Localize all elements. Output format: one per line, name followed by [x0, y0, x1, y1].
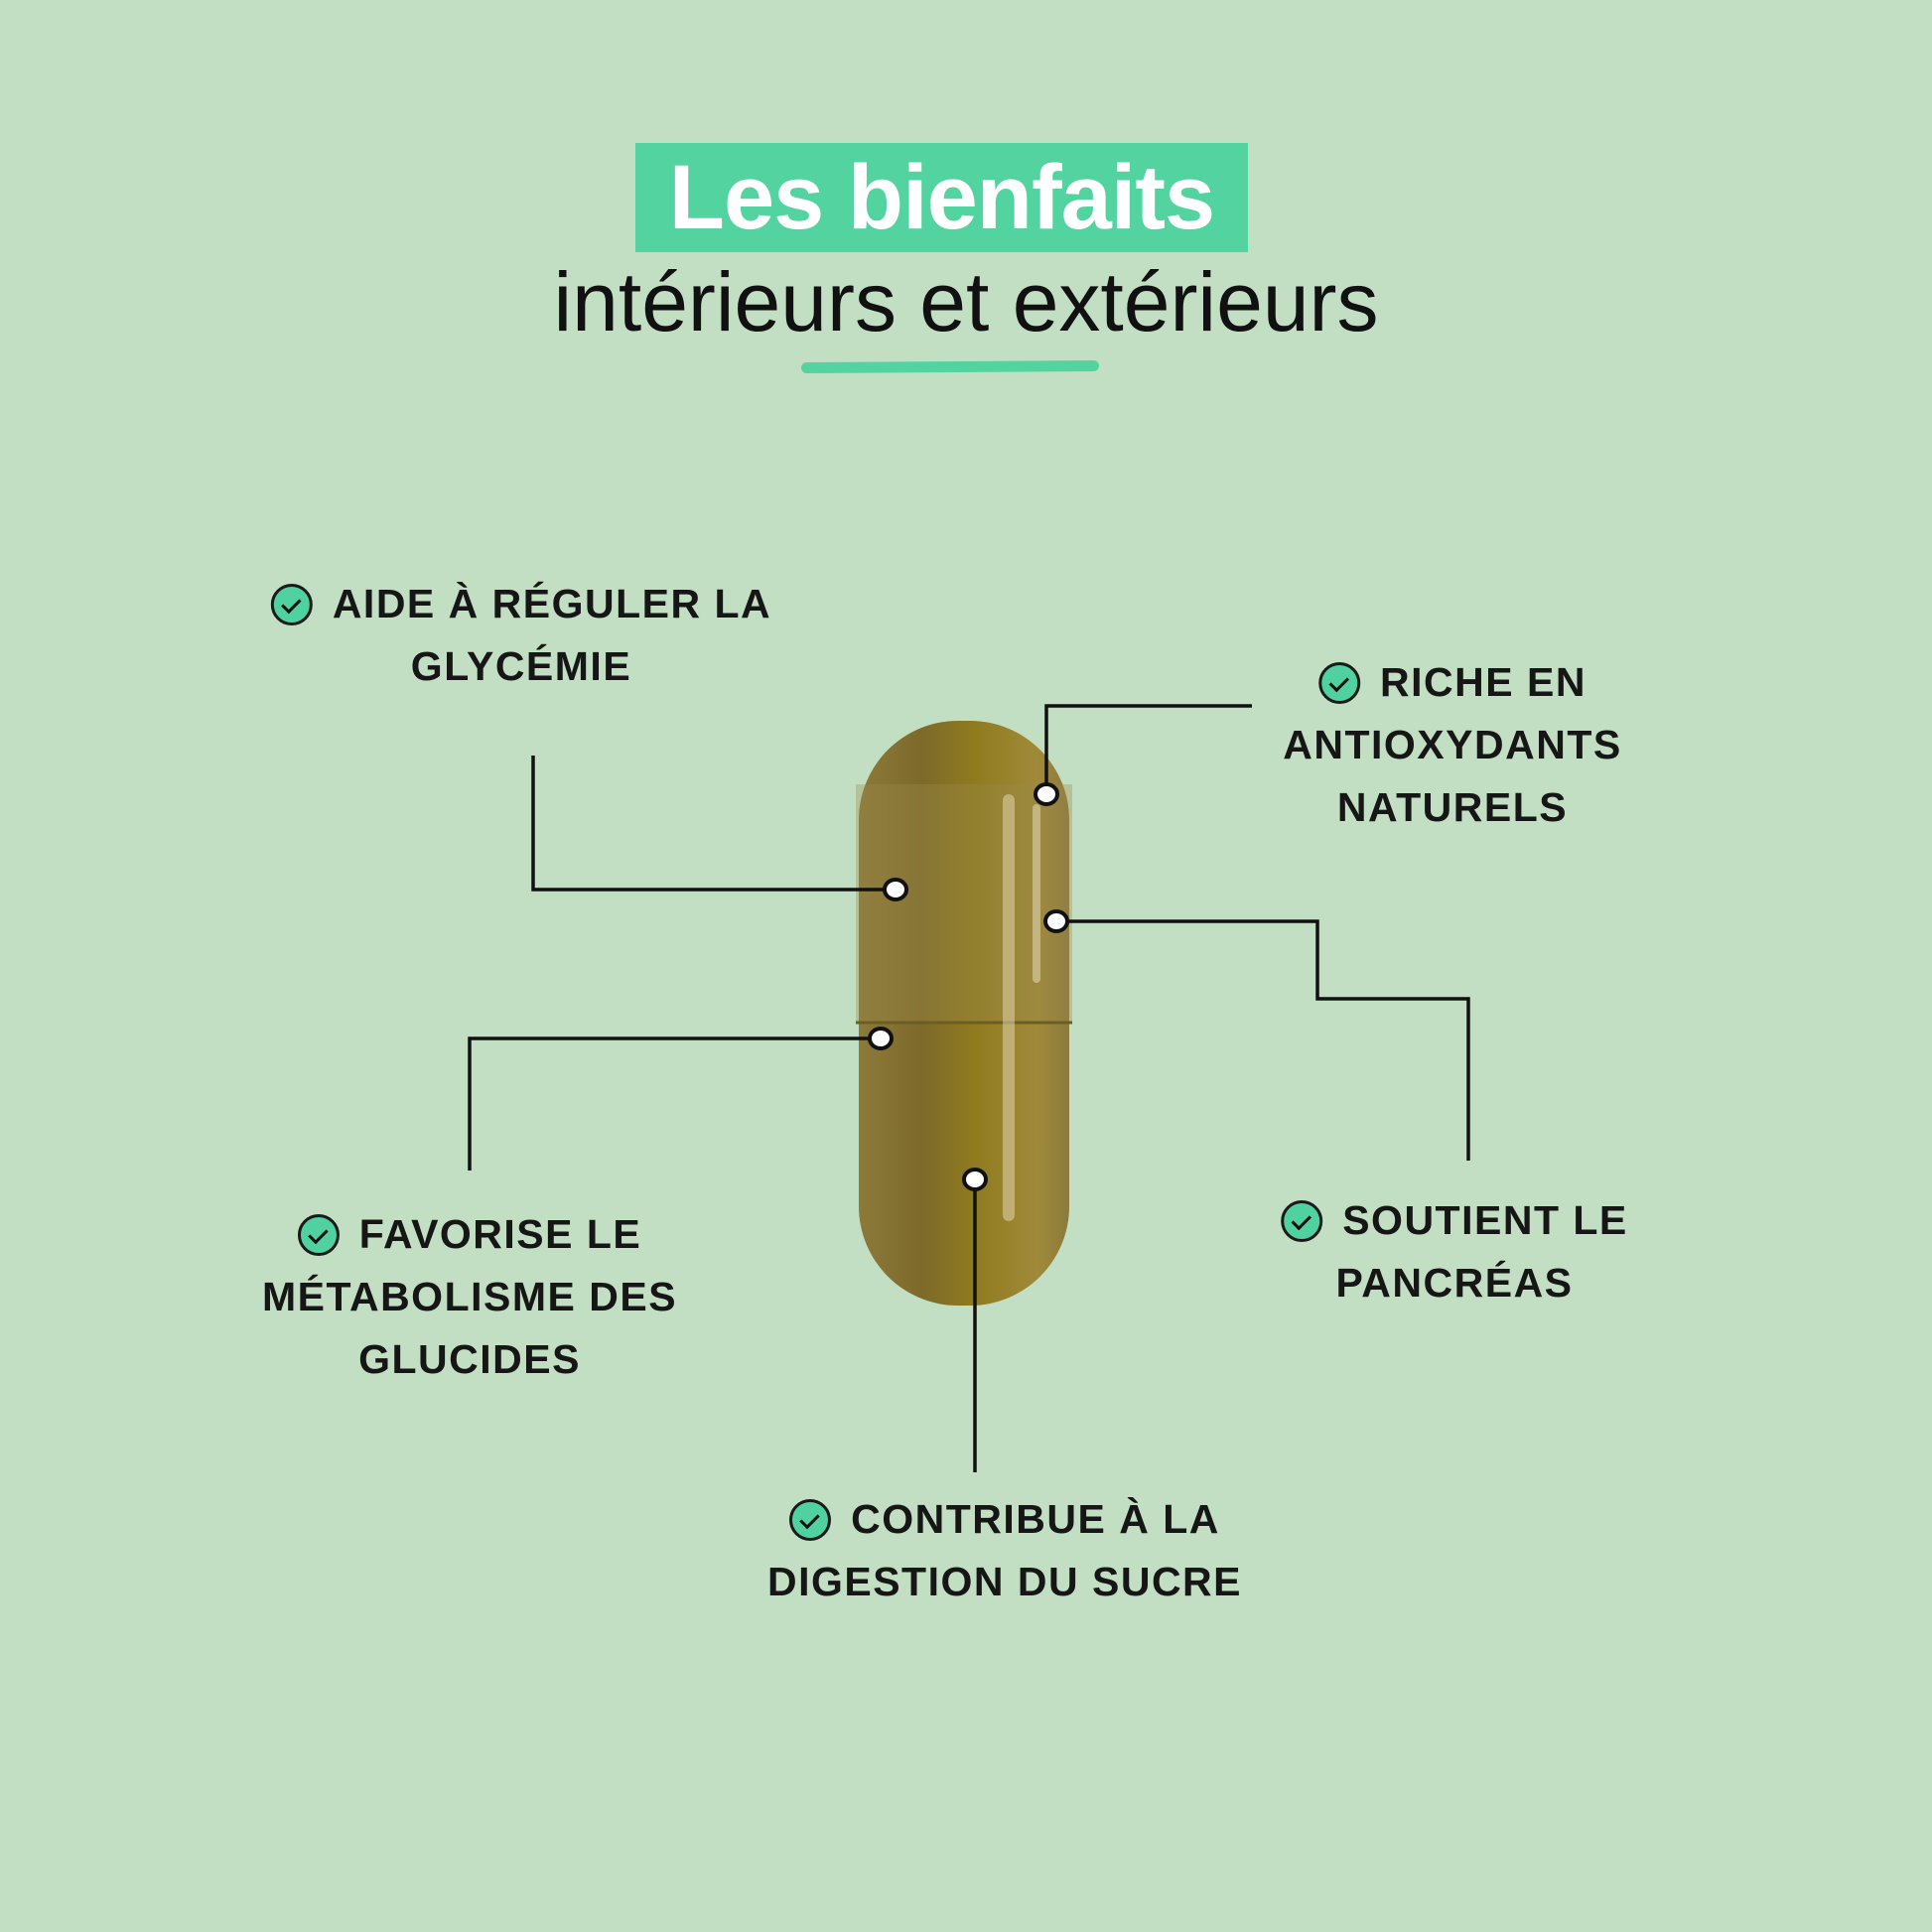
page-title: Les bienfaits	[668, 147, 1215, 248]
benefit-line: ANTIOXYDANTS	[1283, 722, 1622, 767]
check-circle-icon	[297, 1214, 340, 1256]
benefit-line: FAVORISE LE	[358, 1211, 642, 1257]
check-circle-icon	[270, 584, 313, 625]
title-highlight: Les bienfaits	[635, 143, 1248, 252]
benefit-line: AIDE À RÉGULER LA	[332, 581, 772, 626]
check-circle-icon	[1318, 662, 1361, 704]
benefit-digestion: CONTRIBUE À LA DIGESTION DU SUCRE	[767, 1488, 1242, 1613]
benefit-line: GLYCÉMIE	[410, 643, 632, 689]
check-circle-icon	[789, 1499, 832, 1541]
page-subtitle: intérieurs et extérieurs	[553, 255, 1379, 348]
connector-lines	[468, 704, 1470, 1472]
benefit-line: DIGESTION DU SUCRE	[766, 1559, 1243, 1604]
benefit-line: PANCRÉAS	[1335, 1260, 1574, 1306]
benefit-line: RICHE EN	[1380, 659, 1587, 705]
connector-dots	[868, 782, 1069, 1191]
benefit-line: NATURELS	[1336, 784, 1569, 830]
benefit-metabolisme: FAVORISE LE MÉTABOLISME DES GLUCIDES	[262, 1203, 677, 1391]
benefit-antioxydants: RICHE EN ANTIOXYDANTS NATURELS	[1283, 651, 1621, 839]
benefit-line: GLUCIDES	[358, 1336, 581, 1382]
benefit-pancreas: SOUTIENT LE PANCRÉAS	[1281, 1189, 1628, 1314]
check-circle-icon	[1281, 1200, 1323, 1242]
capsule-image	[856, 721, 1072, 1306]
benefit-line: CONTRIBUE À LA	[851, 1496, 1220, 1542]
benefit-line: MÉTABOLISME DES	[261, 1274, 678, 1319]
benefit-line: SOUTIENT LE	[1342, 1197, 1628, 1243]
benefit-glycemie: AIDE À RÉGULER LA GLYCÉMIE	[270, 573, 772, 698]
